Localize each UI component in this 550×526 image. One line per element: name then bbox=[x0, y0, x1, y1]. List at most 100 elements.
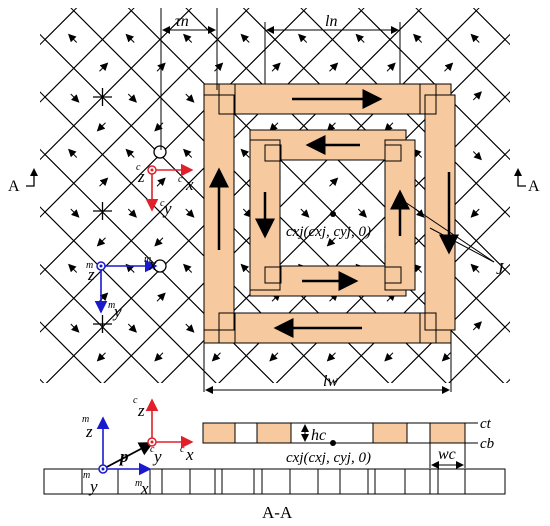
coil-prefix-z: c bbox=[136, 162, 141, 173]
magnet-sec-prefix-z: m bbox=[82, 414, 89, 425]
magnetization-arrow bbox=[96, 122, 106, 132]
wc-dimension bbox=[429, 443, 466, 469]
outer-coil bbox=[203, 83, 456, 344]
tau-dimension bbox=[160, 8, 218, 150]
magnetization-arrow bbox=[329, 62, 339, 72]
magnetization-arrow bbox=[156, 292, 166, 302]
magnet-cell bbox=[40, 326, 75, 383]
current-arrows bbox=[209, 89, 459, 338]
magnetization-arrow bbox=[326, 122, 336, 132]
magnetization-arrow bbox=[154, 237, 164, 247]
coil-frame-section: c z c y c x bbox=[133, 395, 194, 466]
j-label: J bbox=[496, 259, 505, 278]
magnet-sec-axis-x: x bbox=[140, 479, 149, 498]
magnet-cell bbox=[475, 38, 510, 98]
section-center-label: cxj(cxj, cyj, 0) bbox=[286, 450, 371, 466]
hc-label: hc bbox=[311, 427, 326, 444]
magnetization-arrow bbox=[384, 352, 394, 362]
magnetization-arrow bbox=[183, 263, 193, 273]
magnetization-arrow bbox=[240, 33, 250, 43]
magnet-cell bbox=[40, 211, 75, 271]
section-magnet-strip bbox=[43, 468, 506, 495]
p-vector bbox=[102, 442, 154, 470]
magnetization-arrow bbox=[298, 33, 308, 43]
magnet-cell bbox=[218, 355, 275, 383]
coil-sec-prefix-x: c bbox=[180, 444, 185, 455]
magnet-cell bbox=[448, 355, 505, 383]
section-center-point bbox=[330, 440, 336, 446]
magnetization-arrow bbox=[214, 62, 224, 72]
wc-label: wc bbox=[438, 446, 456, 463]
magnetization-arrow bbox=[154, 352, 164, 362]
section-coil-strip bbox=[202, 422, 466, 444]
magnet-axis-x: x bbox=[148, 255, 157, 274]
magnet-cell bbox=[103, 355, 160, 383]
cb-label: cb bbox=[480, 436, 495, 452]
coil-sec-axis-z: z bbox=[137, 401, 145, 420]
magnet-sec-axis-y: y bbox=[88, 477, 98, 496]
magnetization-arrow bbox=[70, 323, 80, 333]
center-point bbox=[330, 211, 336, 217]
magnetization-arrow bbox=[68, 33, 78, 43]
magnetization-arrow bbox=[472, 321, 482, 331]
magnet-cell bbox=[40, 268, 75, 328]
magnet-frame-section: m z m y m x bbox=[82, 414, 152, 498]
coil-prefix-x: c bbox=[178, 174, 183, 185]
lw-dimension bbox=[203, 343, 452, 394]
magnetization-arrow bbox=[96, 237, 106, 247]
magnet-cell bbox=[40, 38, 75, 98]
magnetization-arrow bbox=[269, 122, 279, 132]
magnetization-arrow bbox=[211, 352, 221, 362]
section-marker-right bbox=[517, 176, 526, 187]
magnet-cell bbox=[475, 211, 510, 271]
magnetization-arrow bbox=[183, 148, 193, 158]
magnetization-arrow bbox=[99, 62, 109, 72]
magnetization-arrow bbox=[329, 177, 339, 187]
coil-sec-prefix-y: c bbox=[150, 444, 155, 455]
coil-axis-x: x bbox=[185, 175, 194, 194]
magnet-cell bbox=[390, 355, 447, 383]
magnet-cell bbox=[40, 96, 75, 156]
magnetization-arrow bbox=[444, 62, 454, 72]
section-caption: A-A bbox=[262, 503, 293, 522]
magnetization-arrow bbox=[386, 62, 396, 72]
magnet-axis-y: y bbox=[112, 302, 122, 321]
magnetization-arrow bbox=[156, 177, 166, 187]
center-point-label: cxj(cxj, cyj, 0) bbox=[286, 224, 371, 240]
magnet-axis-z: z bbox=[87, 265, 95, 284]
magnetization-arrow bbox=[472, 91, 482, 101]
magnetization-arrow bbox=[183, 33, 193, 43]
ln-label: ln bbox=[325, 13, 337, 30]
coil-axis-z: z bbox=[137, 167, 145, 186]
ct-cb-leaders bbox=[465, 422, 478, 444]
magnetization-arrow bbox=[127, 93, 137, 103]
coil-sec-prefix-z: c bbox=[133, 395, 138, 406]
magnetization-arrow bbox=[68, 148, 78, 158]
magnetization-arrow bbox=[127, 323, 137, 333]
magnet-sec-prefix-y: m bbox=[83, 470, 90, 481]
magnetization-arrow bbox=[441, 352, 451, 362]
magnetization-arrow bbox=[70, 93, 80, 103]
magnetization-arrow bbox=[326, 237, 336, 247]
magnetization-arrow bbox=[185, 323, 195, 333]
magnetization-arrow bbox=[271, 62, 281, 72]
magnetization-arrow bbox=[355, 33, 365, 43]
ct-label: ct bbox=[480, 416, 492, 432]
magnetization-arrow bbox=[125, 33, 135, 43]
section-label-left: A bbox=[8, 178, 20, 195]
magnetization-arrow bbox=[96, 352, 106, 362]
magnet-prefix-x: m bbox=[144, 254, 151, 265]
magnet-sec-axis-z: z bbox=[85, 422, 93, 441]
magnetization-arrow bbox=[470, 208, 480, 218]
coil-frame-top: c z c x c y bbox=[136, 162, 194, 218]
p-label: p bbox=[118, 447, 129, 466]
plus-marks bbox=[93, 88, 112, 333]
magnetization-arrow bbox=[413, 33, 423, 43]
magnet-prefix-y: m bbox=[108, 300, 115, 311]
magnetization-arrow bbox=[70, 208, 80, 218]
section-marker-left bbox=[26, 176, 35, 187]
magnet-cell bbox=[475, 153, 510, 213]
tau-label: τn bbox=[175, 13, 189, 30]
magnetization-arrow bbox=[125, 148, 135, 158]
magnetization-arrow bbox=[357, 208, 367, 218]
